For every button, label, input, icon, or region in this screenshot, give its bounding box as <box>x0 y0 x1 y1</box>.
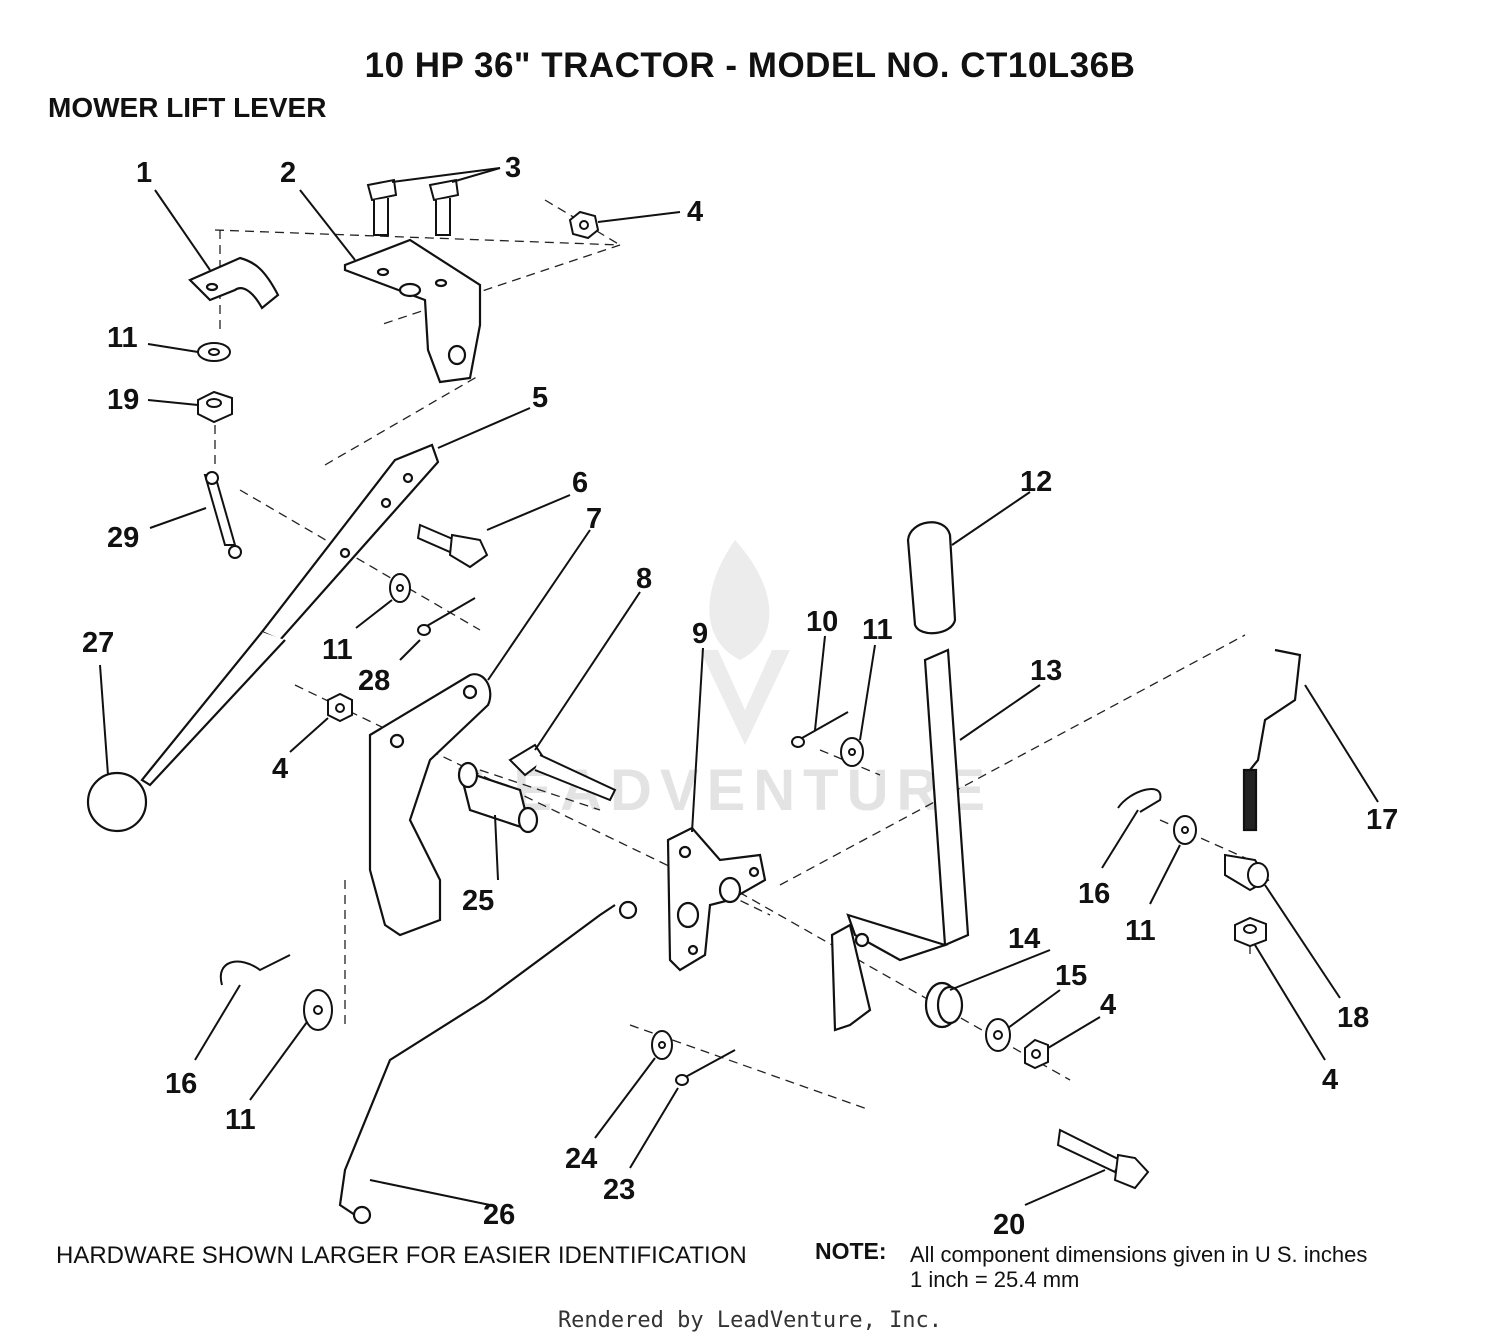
callout-19: 19 <box>107 384 139 416</box>
callout-11c: 11 <box>862 614 893 646</box>
part-bolt-6 <box>416 523 489 569</box>
part-washer-11a <box>197 342 231 362</box>
part-pin-16a <box>1117 788 1162 813</box>
part-pin-10 <box>791 711 849 748</box>
callout-11b: 11 <box>322 634 353 666</box>
part-pin-23 <box>675 1049 736 1086</box>
part-nut-19 <box>197 390 233 424</box>
part-nut-4b <box>327 692 353 723</box>
note-label: NOTE: <box>815 1238 887 1264</box>
part-lever-5 <box>140 443 440 787</box>
callout-13: 13 <box>1030 655 1062 687</box>
callout-18: 18 <box>1337 1002 1369 1034</box>
callout-4c: 4 <box>1100 989 1116 1021</box>
watermark-logo <box>700 540 790 745</box>
part-washer-11c <box>840 737 864 767</box>
part-rod-26 <box>338 900 638 1225</box>
part-bracket-2 <box>343 238 482 384</box>
part-bolt-20 <box>1056 1128 1150 1190</box>
part-knob-27 <box>86 771 148 833</box>
callout-4d: 4 <box>1322 1064 1338 1096</box>
section-subtitle: MOWER LIFT LEVER <box>48 92 327 123</box>
part-link-29 <box>203 471 242 559</box>
part-bolt-8 <box>508 743 617 802</box>
part-washer-11e <box>303 989 333 1031</box>
callout-14: 14 <box>1008 923 1040 955</box>
callout-16b: 16 <box>165 1068 197 1100</box>
part-washer-24 <box>651 1030 673 1060</box>
note-line-1: All component dimensions given in U S. i… <box>910 1242 1368 1267</box>
callout-numbers: 1 2 3 4 11 19 5 6 7 29 27 28 11 4 25 8 9… <box>82 152 1398 1241</box>
callout-4b: 4 <box>272 753 288 785</box>
callout-28: 28 <box>358 665 390 697</box>
part-washer-11d <box>1173 815 1197 845</box>
callout-1: 1 <box>136 157 152 189</box>
callout-25: 25 <box>462 885 494 917</box>
footer-credit: Rendered by LeadVenture, Inc. <box>557 1308 943 1333</box>
page-title: 10 HP 36" TRACTOR - MODEL NO. CT10L36B <box>364 46 1136 85</box>
part-plate-7 <box>368 673 492 937</box>
part-nut-4c <box>1024 1038 1049 1070</box>
callout-9: 9 <box>692 618 708 650</box>
part-bolts-3 <box>366 178 460 236</box>
callout-27: 27 <box>82 627 114 659</box>
callout-11: 11 <box>107 322 138 354</box>
part-bracket-9 <box>666 826 767 972</box>
part-nut-4d <box>1234 916 1267 948</box>
hardware-note: HARDWARE SHOWN LARGER FOR EASIER IDENTIF… <box>56 1242 747 1269</box>
note-line-2: 1 inch = 25.4 mm <box>910 1267 1080 1292</box>
callout-3: 3 <box>505 152 521 184</box>
part-washer-15 <box>985 1018 1011 1052</box>
callout-12: 12 <box>1020 466 1052 498</box>
callout-5: 5 <box>532 382 548 414</box>
part-nut-4a <box>568 210 600 240</box>
part-grip-12 <box>906 521 957 635</box>
part-rod-17 <box>1242 648 1302 832</box>
part-clip-1 <box>188 256 280 310</box>
callout-20: 20 <box>993 1209 1025 1241</box>
callout-4: 4 <box>687 196 703 228</box>
callout-10: 10 <box>806 606 838 638</box>
callout-29: 29 <box>107 522 139 554</box>
callout-7: 7 <box>586 503 602 535</box>
part-swivel-18 <box>1224 853 1270 892</box>
part-pin-28 <box>417 597 476 636</box>
callout-24: 24 <box>565 1143 597 1175</box>
part-bushing-14 <box>924 981 964 1029</box>
callout-6: 6 <box>572 467 588 499</box>
callout-26: 26 <box>483 1199 515 1231</box>
callout-2: 2 <box>280 157 296 189</box>
part-washer-11b <box>389 573 411 603</box>
callout-15: 15 <box>1055 960 1087 992</box>
callout-11e: 11 <box>225 1104 256 1136</box>
callout-17: 17 <box>1366 804 1398 836</box>
leader-lines <box>99 167 1379 1206</box>
part-pin-16b <box>219 954 291 986</box>
callout-11d: 11 <box>1125 915 1156 947</box>
part-handle-13 <box>830 648 970 1032</box>
callout-16: 16 <box>1078 878 1110 910</box>
part-spacer-25 <box>457 761 539 834</box>
callout-8: 8 <box>636 563 652 595</box>
callout-23: 23 <box>603 1174 635 1206</box>
